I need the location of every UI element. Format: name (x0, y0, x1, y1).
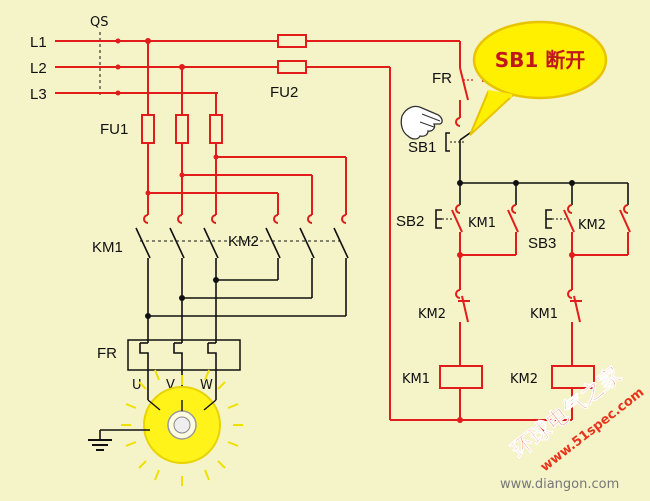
power-lines: L1 L2 L3 QS FU2 (30, 15, 460, 103)
control-circuit: FR SB1 SB2 KM1 (389, 41, 631, 423)
callout-bubble: SB1 断开 (469, 20, 608, 136)
label-l1: L1 (30, 34, 47, 51)
label-w: W (200, 378, 213, 393)
label-sb2: SB2 (396, 213, 424, 230)
motor-icon (121, 369, 243, 486)
label-km2-coil: KM2 (510, 372, 538, 387)
label-km1-coil: KM1 (402, 372, 430, 387)
label-fr-ctrl: FR (432, 70, 452, 87)
label-fu2: FU2 (270, 84, 298, 101)
label-u: U (132, 378, 142, 393)
label-fr-main: FR (97, 345, 117, 362)
label-sb3: SB3 (528, 235, 556, 252)
label-km2-main: KM2 (228, 233, 259, 250)
ground-icon (88, 429, 150, 451)
label-km1-main: KM1 (92, 239, 123, 256)
label-fu1: FU1 (100, 121, 128, 138)
callout-text: SB1 断开 (495, 48, 586, 72)
watermark-site: www.diangon.com (500, 477, 619, 492)
main-circuit: FU1 KM1 KM2 (92, 41, 349, 400)
label-km1-hold: KM1 (468, 216, 496, 231)
label-km2-hold: KM2 (578, 218, 606, 233)
label-km2-interlock: KM2 (418, 307, 446, 322)
label-km1-interlock: KM1 (530, 307, 558, 322)
pointing-hand-icon (400, 105, 443, 140)
label-qs: QS (90, 15, 108, 30)
label-v: V (166, 378, 175, 393)
label-l2: L2 (30, 60, 47, 77)
label-l3: L3 (30, 86, 47, 103)
label-sb1: SB1 (408, 139, 436, 156)
